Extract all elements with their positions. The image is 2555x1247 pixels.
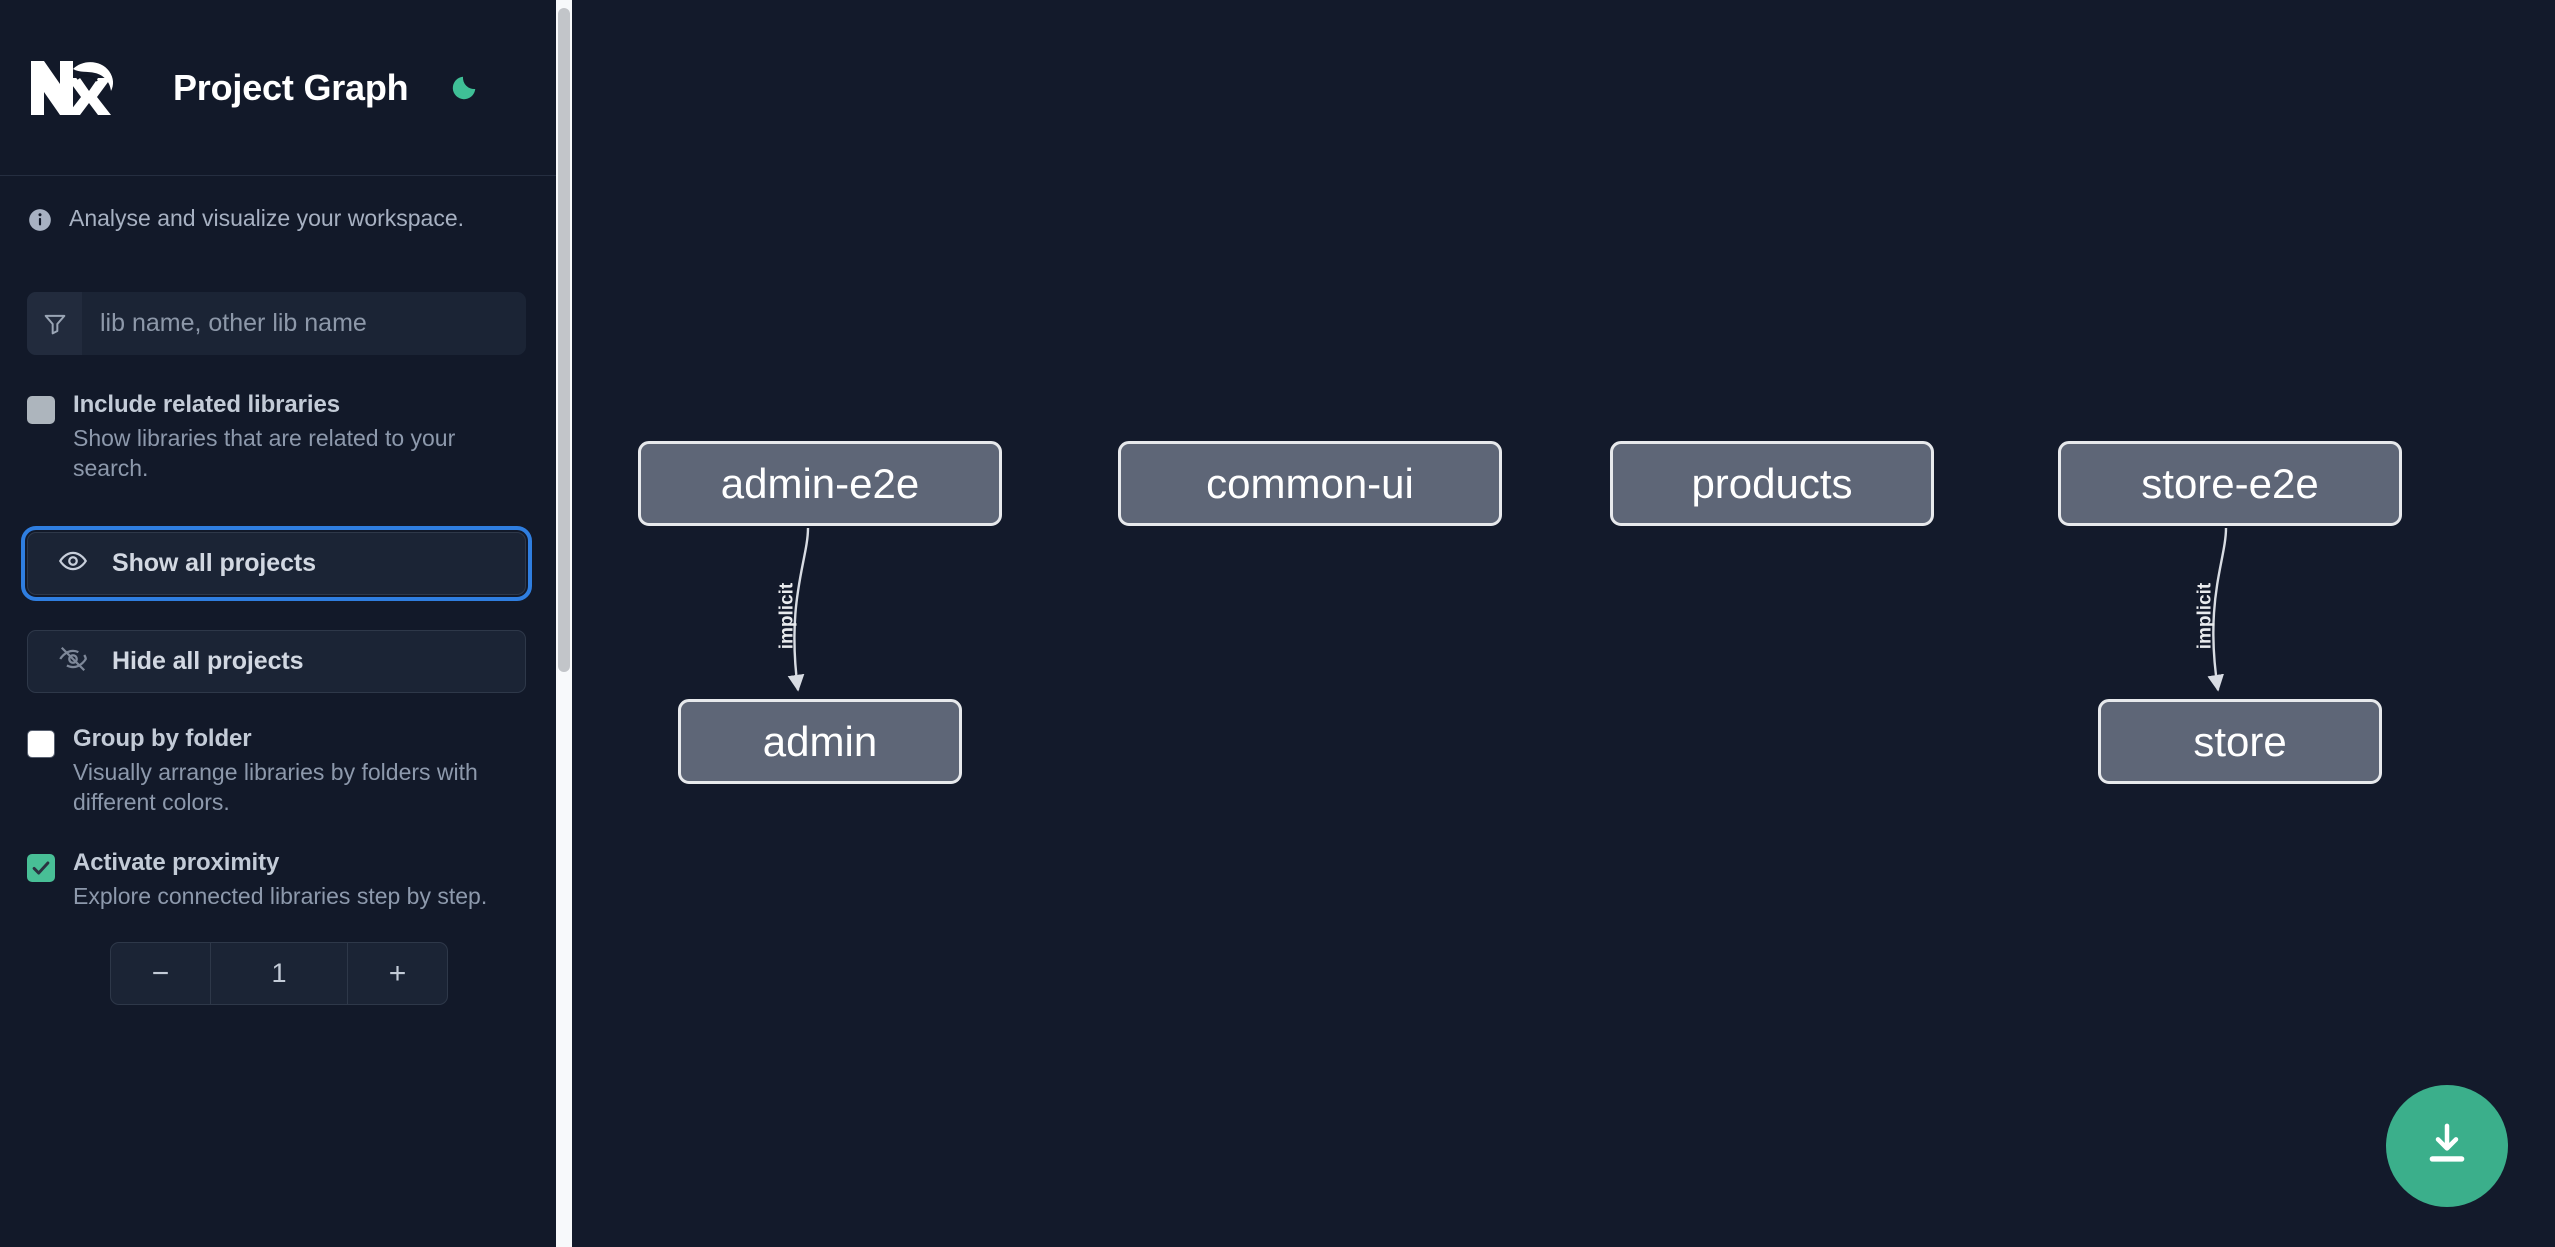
edge-store-e2e-to-store [2207,527,2228,692]
sidebar-scrollbar-thumb[interactable] [558,8,570,672]
graph-node-admin[interactable]: admin [678,699,962,784]
check-icon [32,861,50,875]
graph-node-common-ui[interactable]: common-ui [1118,441,1502,526]
graph-node-store[interactable]: store [2098,699,2382,784]
edge-label-implicit-admin: implicit [776,582,798,650]
option-activate-proximity[interactable]: Activate proximity Explore connected lib… [0,848,556,911]
sidebar: Project Graph Analyse and visualize your… [0,0,556,1247]
moon-icon[interactable] [444,68,484,108]
option-text-block: Activate proximity Explore connected lib… [73,848,487,911]
option-description: Show libraries that are related to your … [73,425,456,481]
option-group-by-folder[interactable]: Group by folder Visually arrange librari… [0,724,556,817]
download-icon [2420,1118,2474,1175]
hide-all-projects-label: Hide all projects [112,647,304,675]
eye-off-icon [58,644,88,679]
search-input[interactable] [82,292,526,355]
option-title: Include related libraries [73,391,340,418]
nx-logo-icon [27,57,123,119]
workspace-note: Analyse and visualize your workspace. [0,176,556,238]
option-include-related-libraries[interactable]: Include related libraries Show libraries… [0,390,556,483]
proximity-value: 1 [271,958,287,988]
edge-admin-e2e-to-admin [787,527,810,692]
option-description: Explore connected libraries step by step… [73,883,488,909]
graph-node-store-e2e[interactable]: store-e2e [2058,441,2402,526]
node-label: products [1691,459,1853,507]
graph-canvas[interactable]: implicit implicit admin-e2e common-ui pr… [572,0,2555,1247]
option-title: Group by folder [73,725,252,752]
option-text-block: Include related libraries Show libraries… [73,390,525,483]
activate-proximity-checkbox[interactable] [27,854,55,882]
graph-edges-layer [787,527,2228,692]
proximity-stepper[interactable]: − 1 + [110,942,448,1005]
show-all-projects-button[interactable]: Show all projects [21,526,532,601]
group-by-folder-checkbox[interactable] [27,730,55,758]
workspace-note-text: Analyse and visualize your workspace. [69,205,465,231]
node-label: admin [762,717,878,765]
include-related-libraries-checkbox[interactable] [27,396,55,424]
sidebar-header: Project Graph [0,0,556,176]
option-text-block: Group by folder Visually arrange librari… [73,724,525,817]
page-title: Project Graph [173,66,409,108]
proximity-decrement-button[interactable]: − [111,943,211,1004]
eye-icon [58,546,88,581]
show-all-projects-label: Show all projects [112,549,316,577]
option-title: Activate proximity [73,849,280,876]
graph-node-admin-e2e[interactable]: admin-e2e [638,441,1002,526]
search-input-wrapper[interactable] [27,292,526,355]
proximity-increment-button[interactable]: + [347,943,447,1004]
hide-all-projects-button[interactable]: Hide all projects [27,630,526,693]
edge-label-implicit-store: implicit [2194,582,2216,650]
graph-node-products[interactable]: products [1610,441,1934,526]
node-label: admin-e2e [720,459,920,507]
filter-funnel-icon [27,292,82,355]
option-description: Visually arrange libraries by folders wi… [73,759,478,815]
node-label: common-ui [1206,459,1414,507]
download-graph-button[interactable] [2386,1085,2508,1207]
node-label: store [2193,717,2287,765]
node-label: store-e2e [2141,459,2319,507]
info-icon [27,207,53,238]
